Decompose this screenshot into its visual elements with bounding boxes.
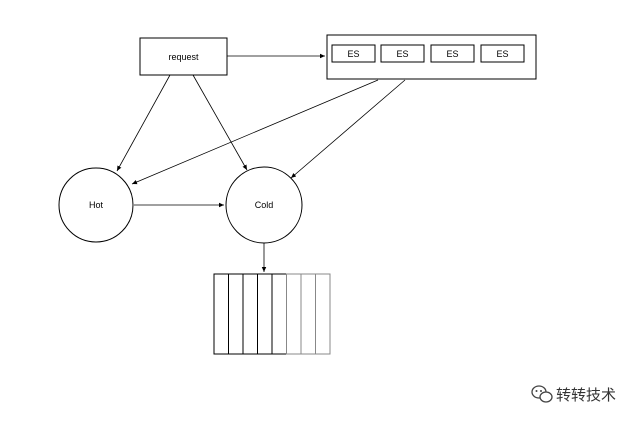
hot-node: Hot xyxy=(58,167,134,243)
watermark-text: 转转技术 xyxy=(556,386,616,404)
request-label: request xyxy=(168,52,199,62)
queue-slot xyxy=(213,273,229,355)
queue-slot xyxy=(300,273,316,355)
queue-slot xyxy=(271,273,287,355)
es-node-3-label: ES xyxy=(446,49,458,59)
edge-es-to-hot xyxy=(131,79,379,185)
edge-request-to-hot xyxy=(116,74,171,172)
queue-slot xyxy=(242,273,258,355)
es-node-2: ES xyxy=(380,44,425,63)
cold-node: Cold xyxy=(225,166,303,244)
es-node-1-label: ES xyxy=(347,49,359,59)
queue xyxy=(213,273,331,355)
es-cluster: ES ES ES ES xyxy=(326,34,537,80)
es-node-3: ES xyxy=(430,44,475,63)
wechat-logo-icon xyxy=(531,385,553,403)
hot-label: Hot xyxy=(89,200,104,210)
queue-slot xyxy=(257,273,273,355)
request-node: request xyxy=(139,37,228,76)
watermark: 转转技术 xyxy=(531,385,616,404)
queue-slot xyxy=(315,273,331,355)
edge-request-to-cold xyxy=(192,74,248,171)
cold-label: Cold xyxy=(255,200,274,210)
es-node-4-label: ES xyxy=(496,49,508,59)
queue-slot xyxy=(228,273,244,355)
es-node-1: ES xyxy=(331,44,376,63)
edge-es-to-cold xyxy=(290,79,406,179)
queue-slot xyxy=(286,273,302,355)
es-node-2-label: ES xyxy=(396,49,408,59)
es-node-4: ES xyxy=(480,44,525,63)
